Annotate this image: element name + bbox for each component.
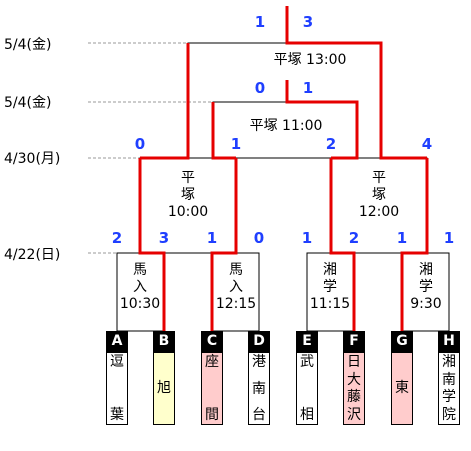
venue-r1-gh: 湘 学 9:30 <box>410 262 442 312</box>
score-r1-a: 2 <box>111 229 123 247</box>
team-name-box-d: 港南台 <box>248 352 270 425</box>
team-name-box-f: 日大藤沢 <box>343 352 365 425</box>
venue-r1-ef: 湘 学 11:15 <box>309 262 351 312</box>
score-r1-h: 1 <box>443 229 455 247</box>
winner-path-qf-left <box>140 43 190 160</box>
team-name-char: 南 <box>252 380 266 397</box>
team-name-box-g: 東 <box>391 352 413 425</box>
team-name-char: 大 <box>347 371 361 388</box>
score-semi-left: 0 <box>254 79 266 97</box>
team-name-char: 院 <box>442 407 456 423</box>
venue-r1-cd: 馬 入 12:15 <box>215 262 257 312</box>
score-final-right: 3 <box>302 13 314 31</box>
score-r1-d: 0 <box>253 229 265 247</box>
score-qf-right-b: 4 <box>421 135 433 153</box>
score-r1-g: 1 <box>396 229 408 247</box>
team-letter-d: D <box>248 331 270 352</box>
team-letter-e: E <box>296 331 318 352</box>
winner-path-b <box>138 158 166 331</box>
team-letter-b: B <box>153 331 175 352</box>
venue-final: 平塚 13:00 <box>273 52 347 68</box>
team-letter-f: F <box>343 331 365 352</box>
team-name-char: 南 <box>442 371 456 388</box>
team-name-box-h: 湘南学院 <box>438 352 460 425</box>
date-label-qf: 4/30(月) <box>4 151 61 167</box>
score-r1-e: 1 <box>301 229 313 247</box>
venue-semi: 平塚 11:00 <box>249 118 323 134</box>
team-name-box-a: 逗葉 <box>106 352 128 425</box>
winner-path-f <box>329 158 356 331</box>
score-r1-f: 2 <box>348 229 360 247</box>
team-name-box-c: 座間 <box>201 352 223 425</box>
team-name-char: 葉 <box>110 407 124 423</box>
date-label-final: 5/4(金) <box>4 37 52 53</box>
team-name-char: 座 <box>205 354 219 370</box>
team-name-char: 日 <box>347 354 361 370</box>
team-name-box-b: 旭 <box>153 352 175 425</box>
date-label-r1: 4/22(日) <box>4 247 61 263</box>
winner-path-qf-right-final <box>285 6 427 160</box>
team-name-char: 逗 <box>110 354 124 370</box>
team-letter-a: A <box>106 331 128 352</box>
team-name-char: 港 <box>252 354 266 370</box>
venue-qf-right: 平 塚 12:00 <box>358 170 400 220</box>
team-name-char: 台 <box>252 407 266 423</box>
winner-path-g <box>400 158 429 331</box>
team-letter-h: H <box>438 331 460 352</box>
winner-path-qf-left-semi <box>211 102 236 160</box>
team-name-char: 武 <box>300 354 314 370</box>
team-letter-c: C <box>201 331 223 352</box>
team-name-char: 湘 <box>442 354 456 370</box>
date-label-semi: 5/4(金) <box>4 95 52 111</box>
winner-path-c <box>210 158 238 331</box>
winner-path-qf-right <box>285 80 359 160</box>
team-name-char: 相 <box>300 407 314 423</box>
team-name-char: 東 <box>395 380 409 396</box>
team-name-char: 沢 <box>347 407 361 423</box>
score-qf-left-b: 1 <box>230 135 242 153</box>
score-qf-left-a: 0 <box>134 135 146 153</box>
score-final-left: 1 <box>254 13 266 31</box>
venue-qf-left: 平 塚 10:00 <box>167 170 209 220</box>
score-qf-right-a: 2 <box>325 135 337 153</box>
score-semi-right: 1 <box>302 79 314 97</box>
score-r1-b: 3 <box>158 229 170 247</box>
score-r1-c: 1 <box>206 229 218 247</box>
team-name-box-e: 武相 <box>296 352 318 425</box>
team-name-char: 間 <box>205 407 219 423</box>
team-name-char: 学 <box>442 389 456 406</box>
team-letter-g: G <box>391 331 413 352</box>
venue-r1-ab: 馬 入 10:30 <box>119 262 161 312</box>
team-name-char: 藤 <box>347 389 361 406</box>
team-name-char: 旭 <box>157 380 171 396</box>
